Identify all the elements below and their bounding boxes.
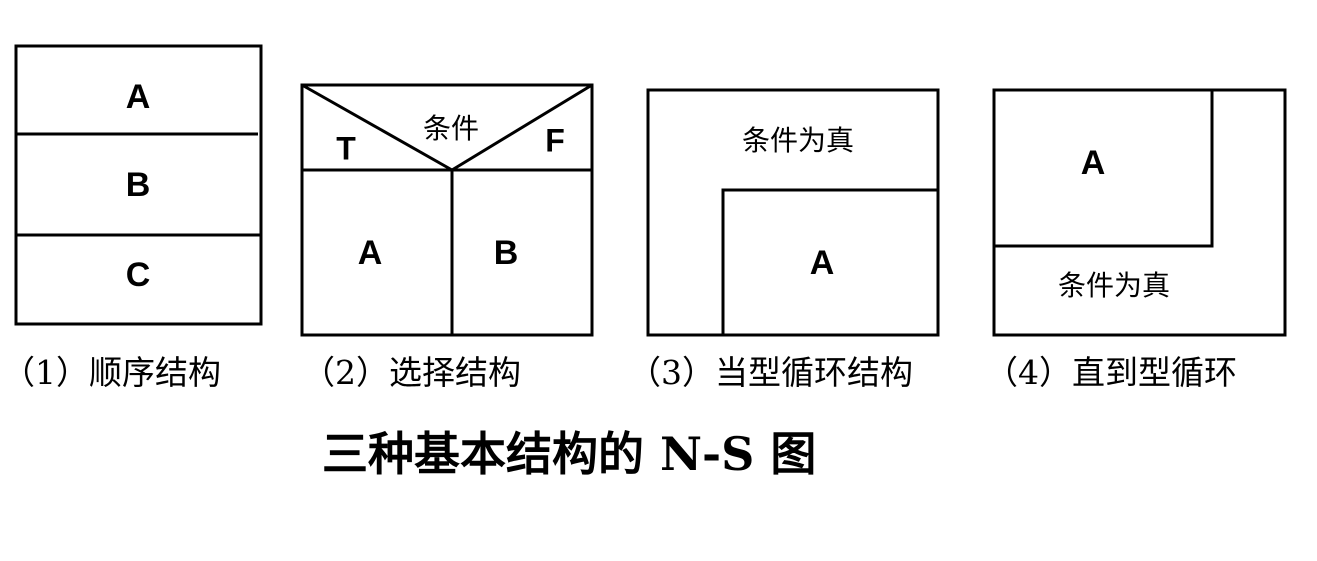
selection-left-diagonal xyxy=(301,83,453,172)
selection-false-branch: B xyxy=(494,234,519,272)
selection-true-label: T xyxy=(336,130,356,166)
while-loop-condition-label: 条件为真 xyxy=(742,124,854,157)
while-loop-body-label: A xyxy=(810,244,835,282)
while-loop-diagram xyxy=(646,88,940,337)
selection-true-branch: A xyxy=(358,234,383,272)
until-loop-condition-label: 条件为真 xyxy=(1058,269,1170,302)
until-loop-frame xyxy=(992,88,1287,337)
selection-caption: （2）选择结构 xyxy=(302,353,521,392)
sequence-caption: （1）顺序结构 xyxy=(2,353,221,392)
sequence-block-c: C xyxy=(126,256,151,294)
sequence-block-a: A xyxy=(126,78,151,116)
until-loop-diagram xyxy=(992,88,1287,337)
sequence-block-b: B xyxy=(126,166,151,204)
while-loop-body-box xyxy=(721,188,938,335)
until-loop-body-label: A xyxy=(1081,144,1106,182)
selection-false-label: F xyxy=(545,122,565,158)
sequence-diagram xyxy=(14,44,263,326)
sequence-frame xyxy=(14,44,263,326)
while-loop-caption: （3）当型循环结构 xyxy=(628,353,913,392)
selection-frame xyxy=(300,83,594,337)
page-title: 三种基本结构的 N-S 图 xyxy=(322,427,817,481)
selection-condition-label: 条件 xyxy=(423,112,479,145)
selection-diagram xyxy=(300,83,594,337)
until-loop-body-box xyxy=(994,90,1214,248)
while-loop-frame xyxy=(646,88,940,337)
until-loop-caption: （4）直到型循环 xyxy=(985,353,1237,392)
selection-right-diagonal xyxy=(451,83,593,172)
